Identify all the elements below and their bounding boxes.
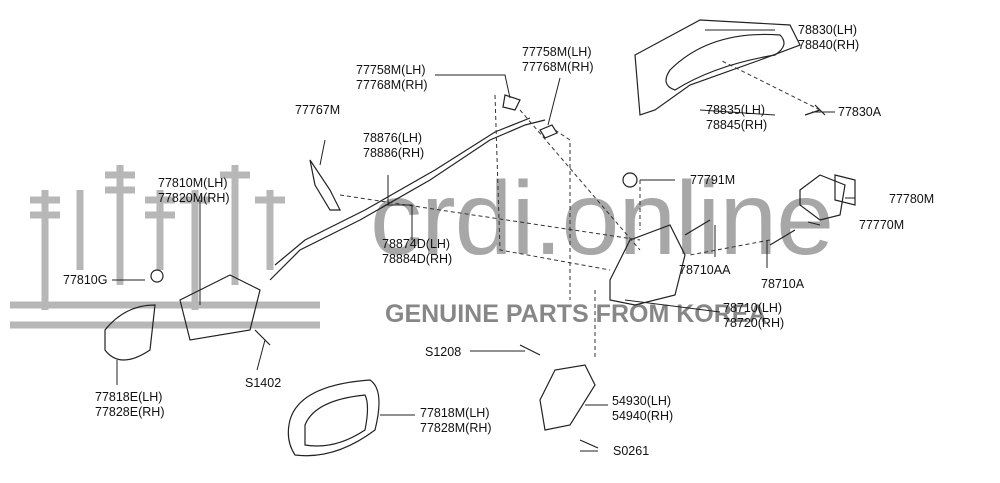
part-label-78830: 78830(LH)78840(RH) xyxy=(798,23,860,52)
part-label-77758m-left: 77758M(LH)77768M(RH) xyxy=(356,63,428,92)
escutcheon-77818e xyxy=(104,304,156,361)
part-label-s0261: S0261 xyxy=(613,444,650,458)
rod-78874d xyxy=(269,119,546,281)
clip-77767m xyxy=(309,159,341,211)
part-label-78874d: 78874D(LH)78884D(RH) xyxy=(382,237,453,266)
part-label-77767m: 77767M xyxy=(295,103,341,117)
part-label-77830a: 77830A xyxy=(838,105,882,119)
striker-77770m xyxy=(799,174,846,221)
part-label-77810g: 77810G xyxy=(63,273,108,287)
part-label-77770m: 77770M xyxy=(859,218,905,232)
part-label-77818m: 77818M(LH)77828M(RH) xyxy=(420,406,492,435)
watermark-site: crdi.online xyxy=(370,161,834,277)
inside-handle-77810m xyxy=(179,274,261,341)
screw-77830a xyxy=(804,104,826,116)
screw-s1208 xyxy=(519,344,541,356)
outside-handle xyxy=(634,19,801,116)
part-label-78710aa: 78710AA xyxy=(679,263,731,277)
screw-s1402 xyxy=(254,329,271,346)
part-label-54930: 54930(LH)54940(RH) xyxy=(612,394,674,423)
part-label-s1208: S1208 xyxy=(425,345,462,359)
latch-78710 xyxy=(609,224,686,306)
part-label-77791m: 77791M xyxy=(690,173,736,187)
part-label-78835: 78835(LH)78845(RH) xyxy=(706,103,768,132)
watermark-tagline: GENUINE PARTS FROM KOREA xyxy=(385,300,767,328)
part-label-77758m-right: 77758M(LH)77768M(RH) xyxy=(522,45,594,74)
actuator-54930 xyxy=(539,364,596,431)
shim-77780m xyxy=(834,174,856,206)
grommet-77791m xyxy=(622,172,638,188)
screws xyxy=(684,219,796,246)
part-label-77818e: 77818E(LH)77828E(RH) xyxy=(95,390,165,419)
trim-77818m xyxy=(287,379,380,457)
part-label-77810m: 77810M(LH)77820M(RH) xyxy=(158,176,230,205)
clip-77758m xyxy=(502,94,558,139)
part-label-78710a: 78710A xyxy=(761,277,805,291)
part-label-78710: 78710(LH)78720(RH) xyxy=(723,301,785,330)
part-label-s1402: S1402 xyxy=(245,376,282,390)
screw-s0261 xyxy=(579,439,599,449)
part-label-77780m: 77780M xyxy=(889,192,935,206)
part-label-78876: 78876(LH)78886(RH) xyxy=(363,131,425,160)
